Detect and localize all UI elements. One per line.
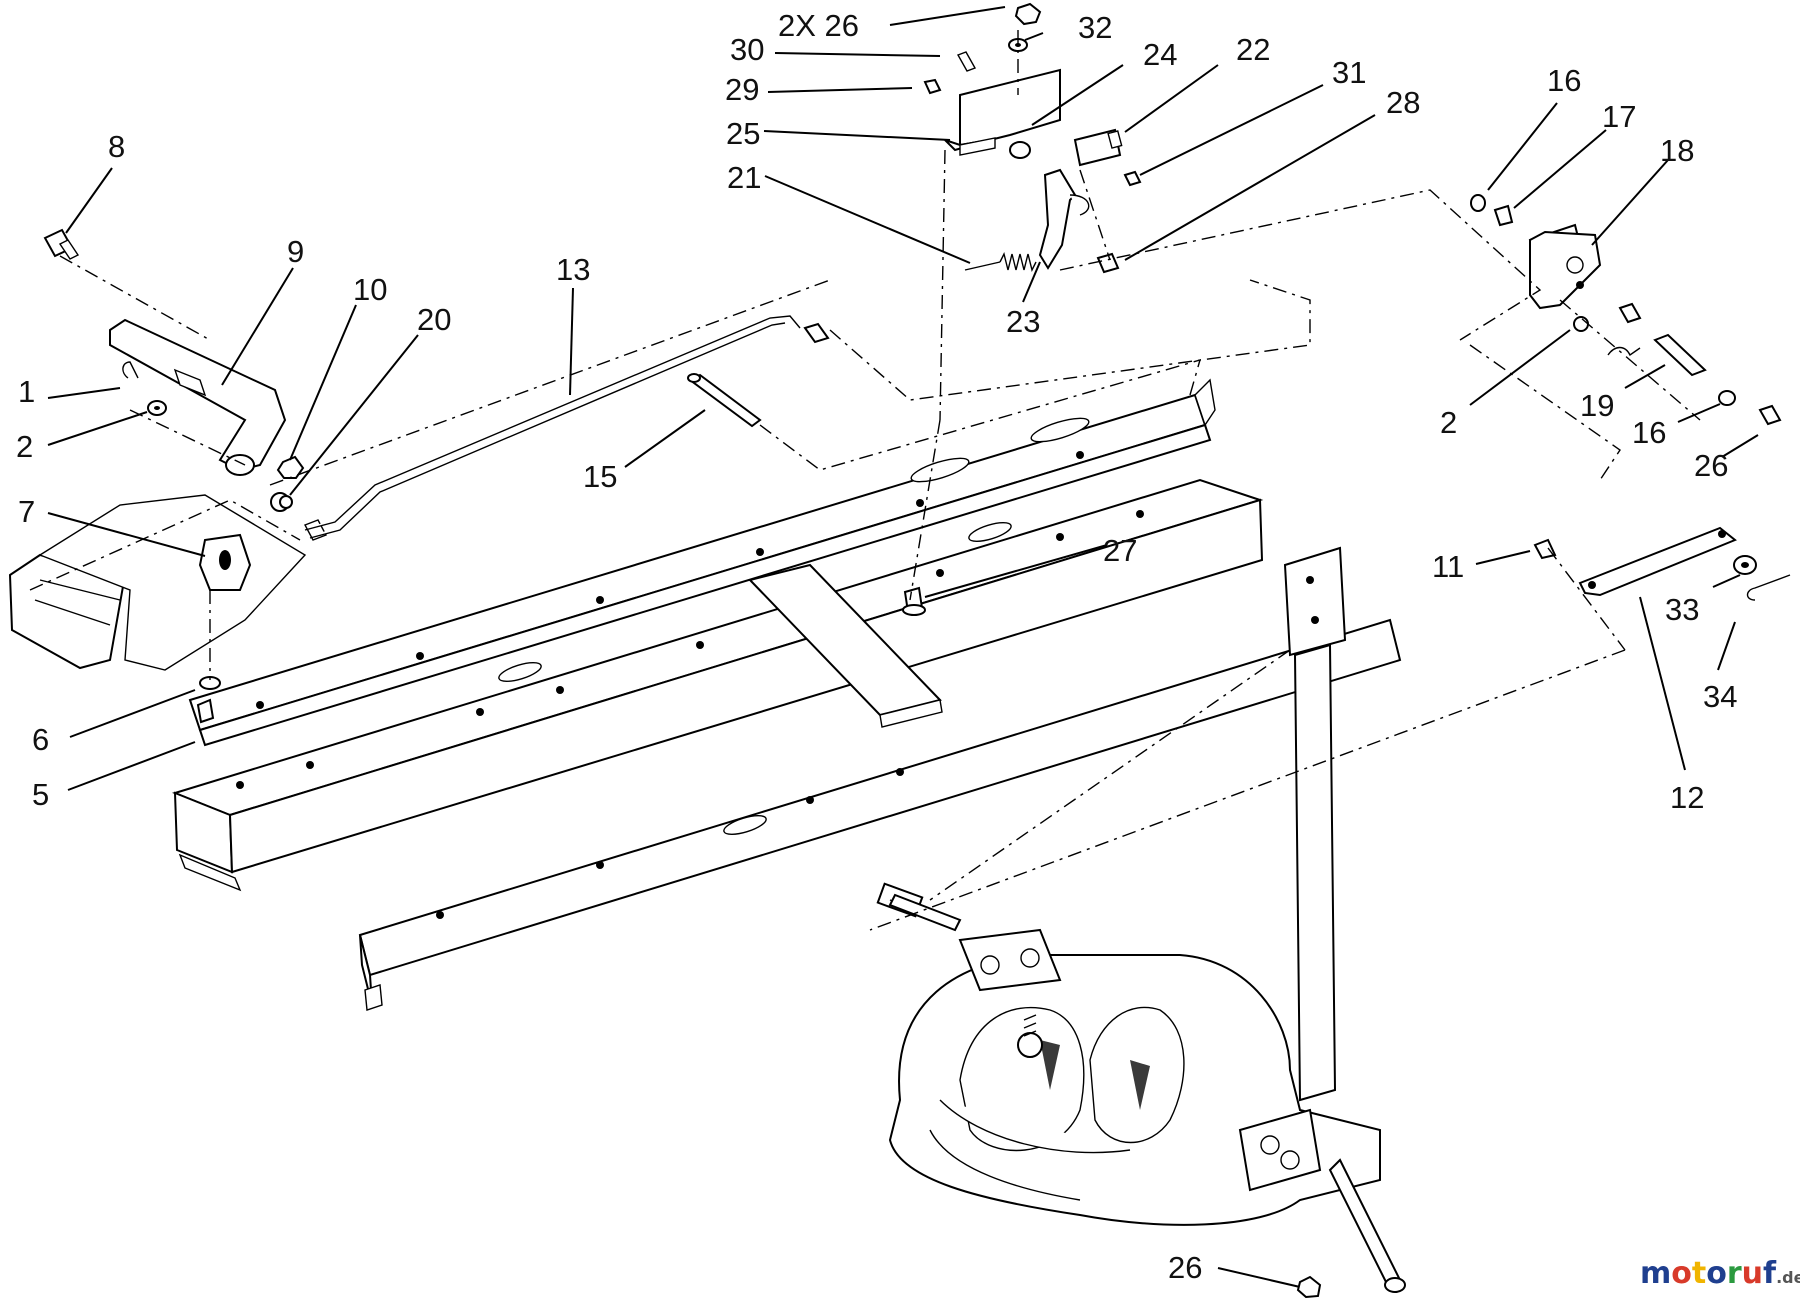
- switch-bracket-assembly: [902, 2, 1142, 616]
- callout-33: 33: [1665, 592, 1699, 627]
- pedal-pad: [8, 494, 307, 724]
- watermark-suffix: .de: [1776, 1268, 1800, 1287]
- callout-16-top: 16: [1547, 63, 1581, 98]
- nut-26-bottom: [1296, 1275, 1322, 1298]
- callout-17: 17: [1602, 99, 1636, 134]
- control-rod: [304, 315, 830, 539]
- callout-11: 11: [1432, 549, 1464, 584]
- leader-lines: [47, 6, 1759, 1288]
- callout-2-right: 2: [1440, 405, 1457, 440]
- watermark-letter: f: [1763, 1256, 1777, 1291]
- callout-28: 28: [1386, 85, 1420, 120]
- callout-2x26: 2X 26: [778, 8, 859, 43]
- watermark-letter: t: [1692, 1256, 1706, 1291]
- callout-26-bottom: 26: [1168, 1250, 1202, 1285]
- watermark-letter: o: [1706, 1256, 1727, 1291]
- callout-5: 5: [32, 777, 49, 812]
- callout-25: 25: [726, 116, 760, 151]
- callout-30: 30: [730, 32, 764, 67]
- callout-22: 22: [1236, 32, 1270, 67]
- callout-21: 21: [727, 160, 761, 195]
- watermark-letter: u: [1742, 1256, 1763, 1291]
- callout-34: 34: [1703, 679, 1737, 714]
- callout-12: 12: [1670, 780, 1704, 815]
- callout-6: 6: [32, 722, 49, 757]
- callout-18: 18: [1660, 133, 1694, 168]
- watermark-brand: motoruf: [1640, 1256, 1777, 1291]
- callout-32: 32: [1078, 10, 1112, 45]
- right-linkage: [1470, 194, 1782, 426]
- cross-member: [748, 563, 943, 728]
- callout-16-right: 16: [1632, 415, 1666, 450]
- callout-1: 1: [18, 374, 35, 409]
- callout-31: 31: [1332, 55, 1366, 90]
- callout-7: 7: [18, 494, 35, 529]
- callout-26-right: 26: [1694, 448, 1728, 483]
- callout-13: 13: [556, 252, 590, 287]
- watermark-letter: m: [1640, 1256, 1671, 1291]
- bracket-vertical: [1283, 546, 1347, 1102]
- callout-labels: 1 2 5 6 7 8 9 10 20 13 15 2X 26 32 30 24…: [16, 8, 1737, 1285]
- callout-20: 20: [417, 302, 451, 337]
- frame-rail-left: [171, 478, 1264, 892]
- watermark-logo: motoruf.de: [1640, 1256, 1800, 1291]
- watermark-letter: r: [1727, 1256, 1742, 1291]
- callout-19: 19: [1580, 388, 1614, 423]
- pedal-assembly: [43, 228, 327, 541]
- callout-9: 9: [287, 234, 304, 269]
- frame-rail-upper: [188, 378, 1216, 747]
- callout-2: 2: [16, 429, 33, 464]
- callout-10: 10: [353, 272, 387, 307]
- callout-8: 8: [108, 129, 125, 164]
- callout-29: 29: [725, 72, 759, 107]
- callout-15: 15: [583, 459, 617, 494]
- assembly-lines: [29, 30, 1701, 931]
- callout-24: 24: [1143, 37, 1177, 72]
- watermark-letter: o: [1671, 1256, 1692, 1291]
- pin-15: [687, 373, 762, 428]
- callout-27: 27: [1103, 533, 1137, 568]
- link-12-assembly: [1533, 526, 1791, 601]
- transaxle: [876, 882, 1406, 1293]
- callout-23: 23: [1006, 304, 1040, 339]
- frame-rail-right: [358, 618, 1402, 1011]
